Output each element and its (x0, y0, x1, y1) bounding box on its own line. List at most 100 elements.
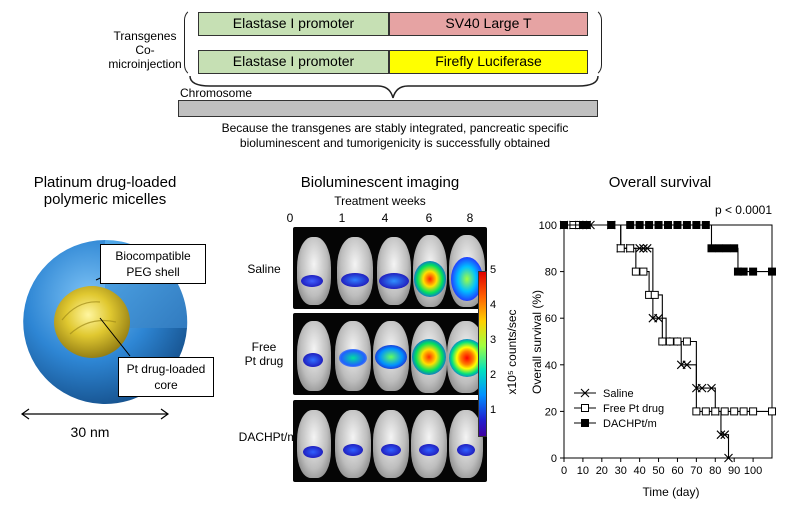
legend-label: Saline (603, 388, 634, 400)
data-point-dachpt (582, 221, 591, 229)
micelle-title-line2: polymeric micelles (43, 191, 167, 208)
signal (457, 444, 475, 456)
scale-bar (20, 408, 170, 420)
data-point-saline (580, 388, 590, 398)
firefly-luciferase: Firefly Luciferase (389, 50, 588, 74)
signal (375, 345, 407, 369)
colorbar-tick: 3 (490, 334, 497, 346)
transgenes-label: Transgenes Co-microinjection (100, 29, 190, 71)
signal (412, 339, 446, 375)
data-point-free-pt (749, 407, 758, 416)
construct-caption: Because the transgenes are stably integr… (150, 121, 640, 151)
week-label-0: 0 (286, 211, 294, 225)
chromosome-label: Chromosome (180, 86, 253, 100)
data-point-free-pt (692, 407, 701, 416)
week-label-1: 1 (338, 211, 346, 225)
signal (303, 353, 323, 367)
y-tick-label: 20 (545, 406, 557, 418)
transgenes-label-line2: Co-microinjection (108, 43, 182, 71)
p-value-label: p < 0.0001 (715, 203, 772, 217)
data-point-dachpt (581, 419, 589, 427)
legend-label: DACHPt/m (603, 418, 657, 430)
data-point-saline (707, 383, 716, 393)
data-point-free-pt (768, 407, 776, 416)
week-label-8: 8 (466, 211, 474, 225)
micelle-title: Platinum drug-loaded polymeric micelles (0, 174, 210, 208)
signal (451, 257, 483, 301)
y-axis-title: Overall survival (%) (530, 290, 544, 394)
data-point-dachpt (626, 221, 635, 229)
peg-shell-line2: PEG shell (126, 265, 180, 279)
chart-series (559, 220, 776, 463)
data-point-dachpt (749, 267, 758, 276)
signal (341, 273, 369, 287)
x-tick-label: 100 (744, 465, 762, 477)
x-tick-label: 80 (709, 465, 721, 477)
data-point-dachpt (739, 267, 748, 276)
elastase-promoter-1: Elastase I promoter (198, 12, 389, 36)
colorbar-tick: 1 (490, 404, 497, 416)
caption-line2: bioluminescent and tumorigenicity is suc… (239, 136, 551, 150)
signal (301, 275, 323, 287)
chromosome-bar (178, 100, 598, 117)
free-pt-line2: Pt drug (244, 354, 284, 368)
imaging-panel-dachpt (293, 400, 487, 482)
data-point-free-pt (665, 337, 674, 346)
imaging-subtitle: Treatment weeks (334, 194, 426, 208)
data-point-saline (716, 430, 726, 440)
group-label-saline: Saline (247, 262, 281, 276)
data-point-saline (682, 360, 692, 370)
core-line2: core (154, 378, 178, 392)
data-point-dachpt (730, 244, 739, 253)
y-tick-label: 100 (539, 220, 557, 232)
data-point-free-pt (631, 267, 640, 276)
micelle-title-line1: Platinum drug-loaded (33, 174, 177, 191)
colorbar (478, 271, 487, 437)
data-point-dachpt (701, 221, 710, 229)
x-tick-label: 70 (690, 465, 702, 477)
free-pt-line1: Free (251, 340, 277, 354)
colorbar-tick: 4 (490, 299, 497, 311)
signal (419, 444, 439, 456)
elastase-promoter-2: Elastase I promoter (198, 50, 389, 74)
group-label-dachpt: DACHPt/m (238, 430, 298, 444)
core-line1: Pt drug-loaded (126, 362, 206, 376)
data-point-dachpt (682, 221, 691, 229)
colorbar-tick: 2 (490, 369, 497, 381)
x-tick-label: 50 (652, 465, 664, 477)
y-tick-label: 0 (551, 453, 557, 465)
transgenes-label-line1: Transgenes (113, 29, 177, 43)
data-point-free-pt (616, 244, 625, 253)
x-tick-label: 90 (728, 465, 740, 477)
x-tick-label: 0 (561, 465, 567, 477)
data-point-saline (639, 243, 648, 253)
data-point-free-pt (626, 244, 635, 253)
data-point-free-pt (658, 337, 667, 346)
data-point-free-pt (720, 407, 729, 416)
data-point-dachpt (707, 244, 716, 253)
imaging-panel-free-pt (293, 313, 487, 395)
data-point-dachpt (654, 221, 663, 229)
colorbar-tick: 5 (490, 264, 497, 276)
peg-shell-callout: Biocompatible PEG shell (100, 244, 206, 284)
x-tick-label: 60 (671, 465, 683, 477)
imaging-panel-saline (293, 227, 487, 309)
x-tick-label: 20 (596, 465, 608, 477)
week-label-6: 6 (425, 211, 433, 225)
signal (339, 349, 367, 367)
signal (381, 444, 401, 456)
data-point-dachpt (664, 221, 672, 229)
core-callout: Pt drug-loaded core (118, 357, 214, 397)
series-line-dachpt (564, 224, 772, 273)
data-point-saline (720, 430, 730, 440)
data-point-free-pt (739, 407, 748, 416)
x-axis-title: Time (day) (643, 485, 700, 499)
survival-title: Overall survival (608, 174, 712, 191)
data-point-free-pt (650, 290, 659, 299)
legend-label: Free Pt drug (603, 403, 664, 415)
y-tick-label: 60 (545, 313, 557, 325)
data-point-dachpt (635, 221, 644, 229)
signal (414, 261, 446, 297)
data-point-saline (724, 453, 733, 463)
